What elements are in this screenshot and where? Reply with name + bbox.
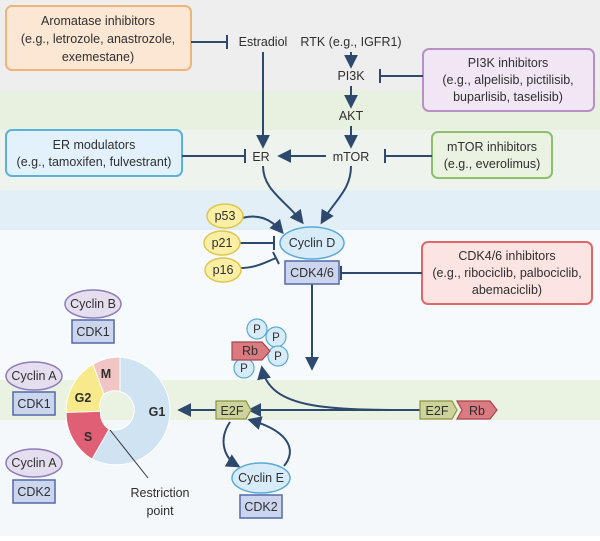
pi3k-inhibitors-box: PI3K inhibitors (e.g., alpelisib, pictil… bbox=[422, 48, 595, 112]
aromatase-inhibitors-box: Aromatase inhibitors (e.g., letrozole, a… bbox=[5, 5, 192, 71]
svg-text:Cyclin E: Cyclin E bbox=[238, 471, 284, 485]
svg-text:P: P bbox=[253, 324, 261, 336]
er-modulators-box: ER modulators (e.g., tamoxifen, fulvestr… bbox=[5, 129, 183, 177]
svg-text:Cyclin A: Cyclin A bbox=[11, 369, 57, 383]
estradiol-label: Estradiol bbox=[239, 35, 288, 49]
aromatase-title: Aromatase inhibitors bbox=[41, 14, 155, 28]
cdk46-inhibitors-box: CDK4/6 inhibitors (e.g., ribociclib, pal… bbox=[421, 241, 593, 305]
svg-text:CDK1: CDK1 bbox=[17, 397, 50, 411]
mtor-inhibitors-box: mTOR inhibitors (e.g., everolimus) bbox=[431, 131, 553, 179]
svg-text:p16: p16 bbox=[213, 263, 234, 277]
cyclin-b-cdk1: Cyclin B CDK1 bbox=[64, 289, 122, 344]
svg-text:Cyclin D: Cyclin D bbox=[289, 236, 336, 250]
svg-text:CDK2: CDK2 bbox=[244, 500, 277, 514]
svg-text:CDK1: CDK1 bbox=[76, 325, 109, 339]
svg-text:Rb: Rb bbox=[469, 404, 485, 418]
m-label: M bbox=[101, 367, 111, 381]
p16-node: p16 bbox=[204, 257, 242, 283]
mtor-inhibitors-title: mTOR inhibitors bbox=[447, 140, 537, 154]
rtk-label: RTK (e.g., IGFR1) bbox=[300, 35, 401, 49]
pi3k-inhibitors-title: PI3K inhibitors bbox=[468, 56, 549, 70]
svg-text:Cyclin B: Cyclin B bbox=[70, 297, 116, 311]
cyclin-a-cdk1: Cyclin A CDK1 bbox=[5, 361, 63, 416]
svg-text:P: P bbox=[272, 332, 280, 344]
cyclin-a-cdk2: Cyclin A CDK2 bbox=[5, 448, 63, 504]
cyclin-e-cdk2: Cyclin E CDK2 bbox=[231, 462, 291, 519]
band-blue bbox=[0, 190, 600, 230]
s-label: S bbox=[84, 430, 92, 444]
p53-node: p53 bbox=[206, 203, 244, 229]
cdk46-inhibitors-title: CDK4/6 inhibitors bbox=[458, 249, 555, 263]
svg-text:CDK2: CDK2 bbox=[17, 485, 50, 499]
e2f-rb-right: E2F Rb bbox=[419, 400, 498, 420]
pi3k-examples-1: (e.g., alpelisib, pictilisib, bbox=[442, 73, 573, 87]
svg-text:E2F: E2F bbox=[221, 404, 244, 418]
p21-node: p21 bbox=[203, 230, 241, 256]
pathway-connectors bbox=[177, 35, 432, 468]
svg-text:E2F: E2F bbox=[426, 404, 449, 418]
e2f-left: E2F bbox=[215, 400, 252, 420]
pi3k-label: PI3K bbox=[337, 69, 365, 83]
svg-text:Cyclin A: Cyclin A bbox=[11, 456, 57, 470]
cyclin-d-node: Cyclin D bbox=[279, 226, 345, 260]
svg-text:p53: p53 bbox=[215, 209, 236, 223]
pi3k-examples-2: buparlisib, taselisib) bbox=[453, 90, 563, 104]
er-modulators-title: ER modulators bbox=[53, 138, 136, 152]
aromatase-examples-1: (e.g., letrozole, anastrozole, bbox=[21, 32, 175, 46]
mtor-label: mTOR bbox=[333, 150, 370, 164]
cdk46-node: CDK4/6 bbox=[284, 260, 340, 285]
g1-label: G1 bbox=[149, 405, 166, 419]
rb-phospho-tag bbox=[231, 341, 271, 361]
cdk46-examples-2: abemaciclib) bbox=[472, 283, 542, 297]
aromatase-examples-2: exemestane) bbox=[62, 50, 134, 64]
er-modulators-examples: (e.g., tamoxifen, fulvestrant) bbox=[17, 155, 172, 169]
akt-label: AKT bbox=[339, 109, 364, 123]
er-label: ER bbox=[252, 150, 269, 164]
svg-text:p21: p21 bbox=[212, 236, 233, 250]
svg-text:P: P bbox=[274, 351, 282, 363]
rb-phospho-cluster: P P P P Rb bbox=[231, 318, 289, 379]
cdk46-examples-1: (e.g., ribociclib, palbociclib, bbox=[432, 266, 581, 280]
restriction-label-1: Restriction bbox=[130, 486, 189, 500]
svg-text:Rb: Rb bbox=[242, 344, 258, 358]
restriction-label-2: point bbox=[146, 504, 174, 518]
cell-cycle-ring: G1 S G2 M Restriction point bbox=[65, 356, 190, 518]
g2-label: G2 bbox=[75, 391, 92, 405]
mtor-examples: (e.g., everolimus) bbox=[444, 157, 541, 171]
svg-text:P: P bbox=[240, 363, 248, 375]
svg-text:CDK4/6: CDK4/6 bbox=[290, 266, 334, 280]
